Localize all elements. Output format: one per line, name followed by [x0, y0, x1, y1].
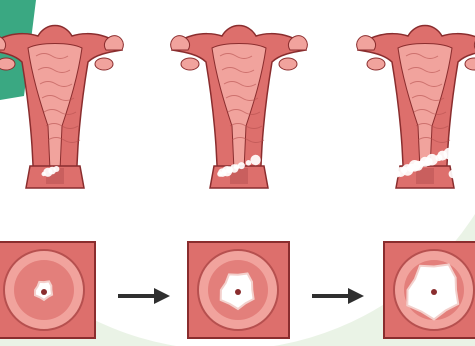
- uterus-cross-section-icon: [0, 6, 130, 206]
- cervix-face-view-3: [382, 240, 475, 340]
- cervix-face-view-2: [186, 240, 291, 340]
- right-arrow-icon: [312, 288, 364, 304]
- cervix-face-view-1: [0, 240, 97, 340]
- uterus-cross-section-icon: [164, 6, 314, 206]
- right-arrow-icon: [118, 288, 170, 304]
- uterus-cross-section-icon: [350, 6, 475, 206]
